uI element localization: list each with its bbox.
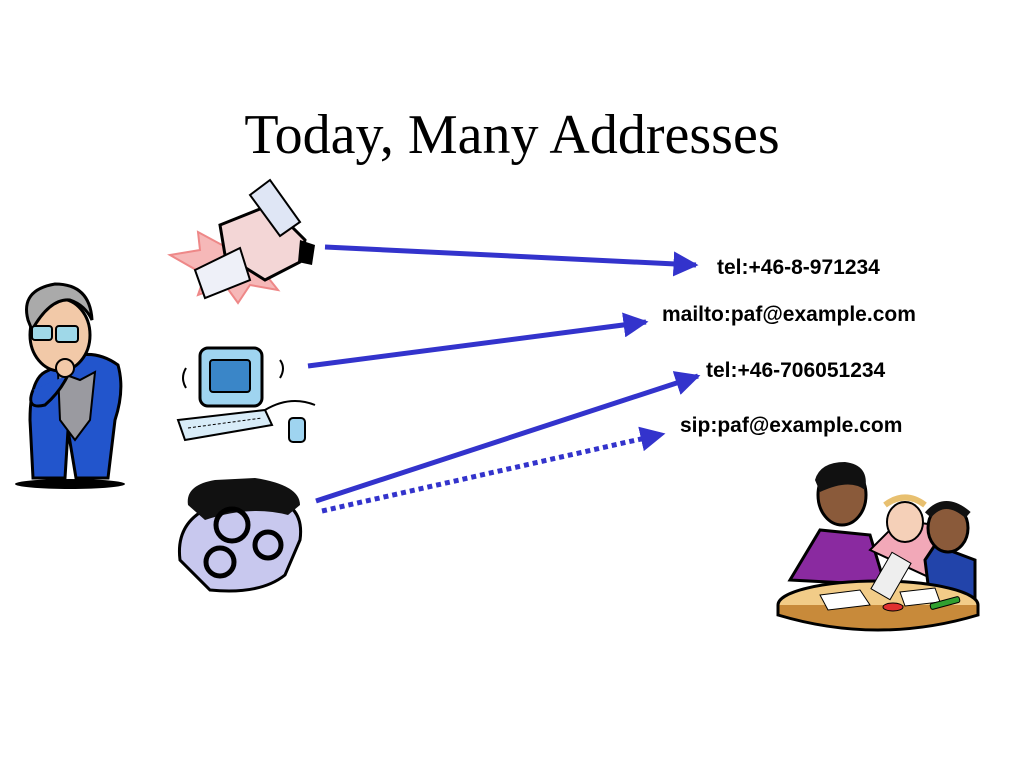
arrow-phone-to-sip [321, 426, 666, 514]
telephone-icon [177, 478, 303, 593]
arrow-phone-to-mobile [315, 371, 701, 504]
person-thinking-icon [15, 282, 125, 489]
address-mailto: mailto:paf@example.com [662, 303, 916, 326]
address-tel-office: tel:+46-8-971234 [717, 256, 880, 279]
group-table-icon [776, 462, 980, 632]
address-tel-mobile: tel:+46-706051234 [706, 359, 886, 382]
fax-machine-icon [167, 178, 315, 305]
arrow-fax-to-tel [324, 244, 699, 277]
slide-title: Today, Many Addresses [244, 104, 780, 166]
address-sip: sip:paf@example.com [680, 414, 903, 437]
computer-icon [176, 346, 316, 443]
arrow-computer-to-mailto [307, 312, 649, 369]
arrows [307, 244, 701, 514]
